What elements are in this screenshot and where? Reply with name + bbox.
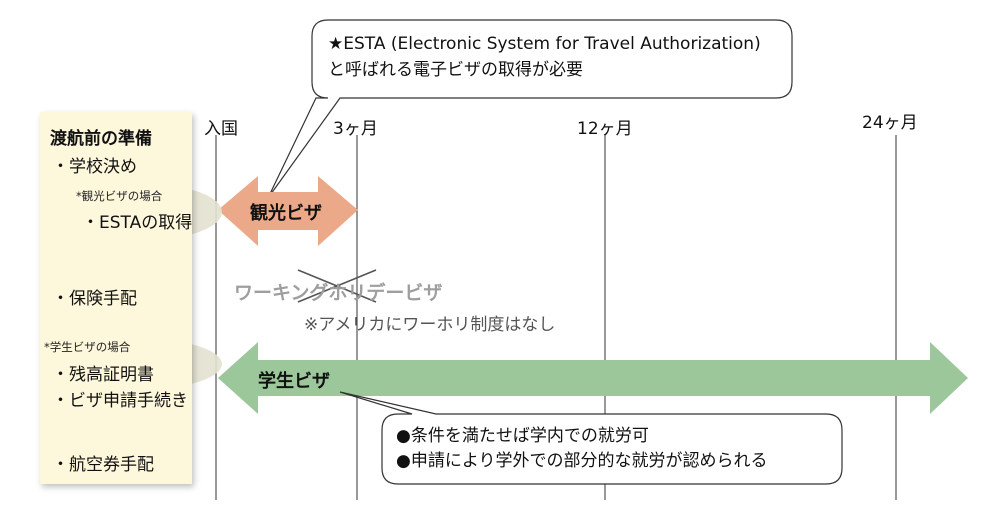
student-visa-arrow <box>218 342 968 414</box>
tick-label-entry: 入国 <box>204 119 238 139</box>
note-tourist-visa: *観光ビザの場合 <box>76 189 163 203</box>
working-holiday-label: ワーキングホリデービザ <box>234 282 443 304</box>
student-visa-label: 学生ビザ <box>258 371 330 392</box>
note-student-visa: *学生ビザの場合 <box>44 340 131 354</box>
tick-label-3m: 3ヶ月 <box>333 119 378 139</box>
preparation-title: 渡航前の準備 <box>50 129 152 149</box>
prep-item-school: ・学校決め <box>52 157 137 177</box>
working-holiday-note: ※アメリカにワーホリ制度はなし <box>304 315 556 335</box>
tourist-visa-arrow <box>218 176 358 246</box>
prep-item-visa: ・ビザ申請手続き <box>52 391 188 411</box>
student-callout-line2: ●申請により学外での部分的な就労が認められる <box>396 451 768 471</box>
esta-callout-line1: ★ESTA (Electronic System for Travel Auth… <box>328 34 761 54</box>
prep-item-balance: ・残高証明書 <box>52 365 154 385</box>
student-callout-bubble <box>339 391 843 485</box>
prep-item-esta: ・ESTAの取得 <box>82 213 193 233</box>
crossout-line-2 <box>297 269 377 303</box>
student-callout-line1: ●条件を満たせば学内での就労可 <box>396 426 649 446</box>
esta-callout-bubble <box>267 19 793 199</box>
tick-label-24m: 24ヶ月 <box>862 113 918 133</box>
tick-label-12m: 12ヶ月 <box>577 119 633 139</box>
preparation-panel <box>40 112 192 484</box>
esta-callout-line2: と呼ばれる電子ビザの取得が必要 <box>328 60 583 80</box>
prep-item-insurance: ・保険手配 <box>52 289 137 309</box>
tourist-visa-label: 観光ビザ <box>250 203 322 224</box>
prep-item-flight: ・航空券手配 <box>52 455 154 475</box>
